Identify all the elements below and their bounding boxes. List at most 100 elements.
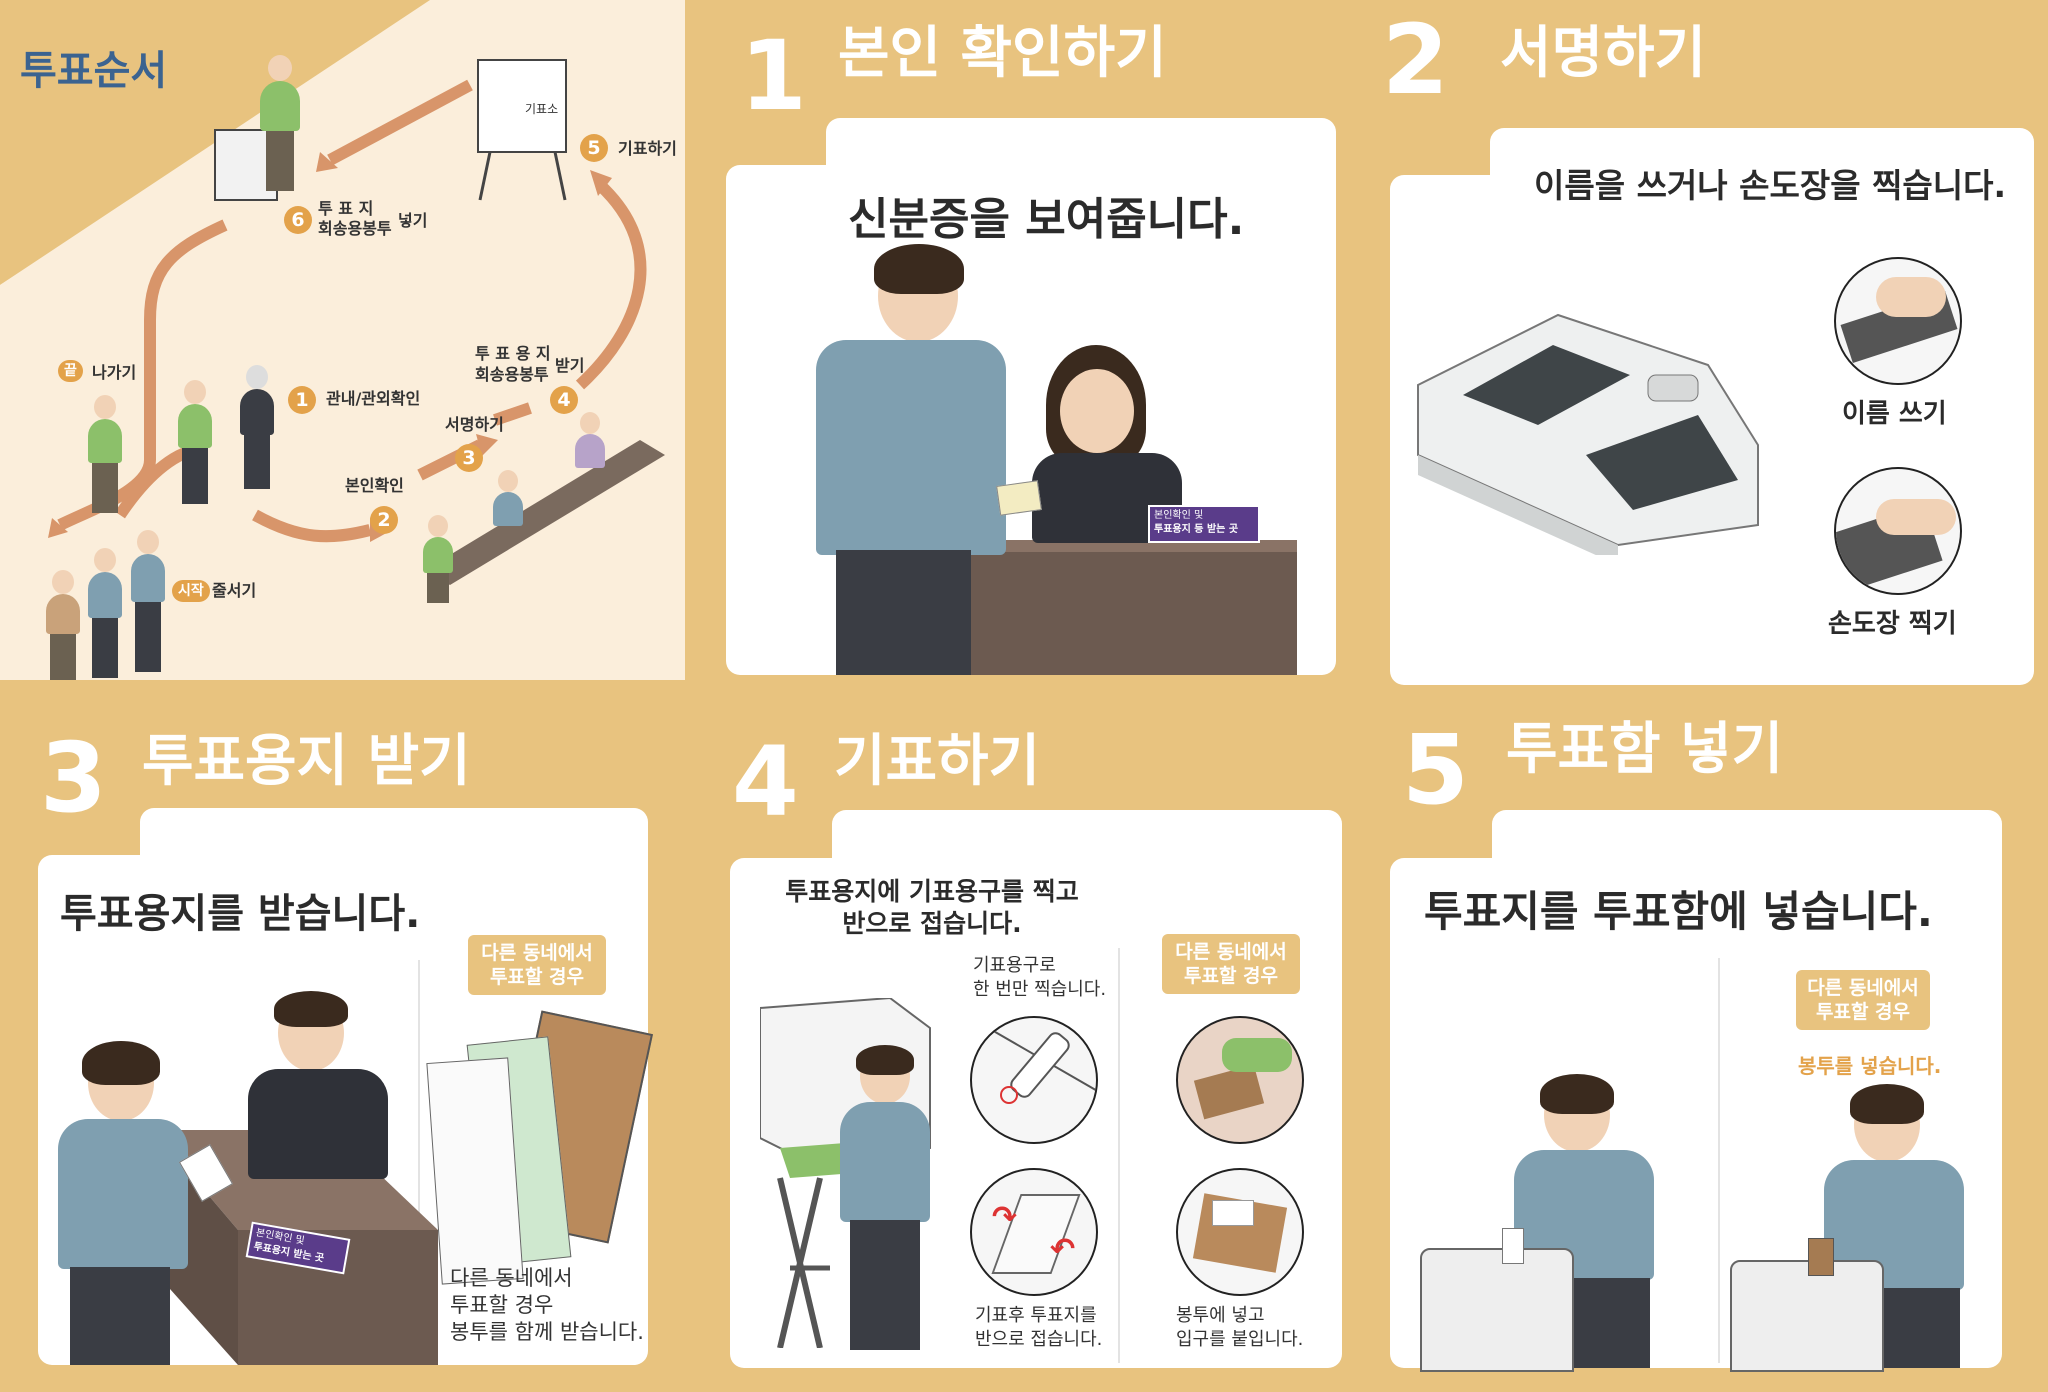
step3-voter <box>48 1041 198 1365</box>
flow-person <box>40 570 86 680</box>
flow-title: 투표순서 <box>20 48 168 94</box>
flow-panel: 투표순서 기표소 5 기표하기 6 투 표 지 회송용봉투 넣기 투 표 용 지… <box>0 0 685 680</box>
flow-num-5: 5 <box>580 134 608 162</box>
step4-right-cap: 봉투에 넣고 입구를 붙입니다. <box>1176 1304 1303 1352</box>
step2-main-text: 이름을 쓰거나 손도장을 찍습니다. <box>1534 166 2007 205</box>
step3-pill-line1: 다른 동네에서 <box>481 942 593 964</box>
flow-label-step3: 서명하기 <box>445 415 504 434</box>
step4-main-line2: 반으로 접습니다. <box>842 909 1022 938</box>
step5-ballot-box-right <box>1730 1260 1884 1372</box>
step4-cap-top: 기표용구로 한 번만 찍습니다. <box>973 954 1106 1002</box>
step1-desk-sign-line1: 본인확인 및 <box>1154 510 1204 521</box>
step2-number: 2 <box>1382 4 1449 116</box>
step5-main-text: 투표지를 투표함에 넣습니다. <box>1424 887 1933 936</box>
step5-envelope-slip <box>1808 1238 1834 1276</box>
step4-fold-circle: ↷ ↶ <box>970 1168 1098 1296</box>
step3-other-town-pill: 다른 동네에서 투표할 경우 <box>468 935 606 995</box>
step4-stamp-circle <box>970 1016 1098 1144</box>
flow-num-2: 2 <box>370 506 398 534</box>
end-badge: 끝 <box>58 360 83 382</box>
step2-signature-pad <box>1417 313 1759 555</box>
step1-title: 본인 확인하기 <box>838 21 1167 86</box>
step3-clerk <box>238 991 398 1195</box>
step4-number: 4 <box>732 726 799 838</box>
step5-orange-note: 봉투를 넣습니다. <box>1798 1054 1942 1078</box>
flow-person <box>232 365 282 495</box>
flow-label-step4-suffix: 받기 <box>555 356 585 375</box>
flow-num-4: 4 <box>550 386 578 414</box>
flow-num-6: 6 <box>284 206 312 234</box>
step4-pill-line1: 다른 동네에서 <box>1175 941 1287 963</box>
step4-pill-line2: 투표할 경우 <box>1183 965 1278 987</box>
flow-label-step6-line2: 회송용봉투 <box>318 219 392 238</box>
step2-title: 서명하기 <box>1500 21 1707 86</box>
step4-right-cap-line1: 봉투에 넣고 <box>1176 1305 1265 1326</box>
step3-caption: 다른 동네에서 투표할 경우 봉투를 함께 받습니다. <box>450 1265 644 1346</box>
step5-pill-line1: 다른 동네에서 <box>1807 977 1919 999</box>
step4-cap-bottom: 기표후 투표지를 반으로 접습니다. <box>975 1304 1102 1352</box>
step4-main-line1: 투표용지에 기표용구를 찍고 <box>785 877 1079 906</box>
step3-caption-line3: 봉투를 함께 받습니다. <box>450 1320 644 1344</box>
step4-title: 기표하기 <box>834 729 1041 794</box>
step2-option1-label: 이름 쓰기 <box>1842 399 1947 429</box>
step3-caption-line2: 투표할 경우 <box>450 1293 554 1317</box>
flow-label-step2: 본인확인 <box>345 476 404 495</box>
step1-desk-sign-line2: 투표용지 등 받는 곳 <box>1154 524 1239 535</box>
step3-main-text: 투표용지를 받습니다. <box>60 891 421 937</box>
step1-desk-sign: 본인확인 및 투표용지 등 받는 곳 <box>1148 505 1260 543</box>
step4-seal-circle <box>1176 1168 1304 1296</box>
booth-label: 기표소 <box>525 102 559 116</box>
flow-num-3: 3 <box>455 444 483 472</box>
step4-voter <box>830 1045 940 1368</box>
step3-title: 투표용지 받기 <box>142 729 471 794</box>
step4-other-town-pill: 다른 동네에서 투표할 경우 <box>1162 934 1300 994</box>
flow-label-step4-line2: 회송용봉투 <box>475 365 549 384</box>
step4-cap-bottom-line2: 반으로 접습니다. <box>975 1329 1103 1350</box>
flow-label-step1: 관내/관외확인 <box>326 389 421 408</box>
step4-envelope-circle <box>1176 1016 1304 1144</box>
step5-title: 투표함 넣기 <box>1506 717 1784 782</box>
step4-cap-bottom-line1: 기표후 투표지를 <box>975 1305 1097 1326</box>
flow-person <box>82 548 128 680</box>
end-label: 나가기 <box>92 363 137 382</box>
flow-num-1: 1 <box>288 386 316 414</box>
step3-divider <box>418 960 420 1360</box>
step1-clerk <box>1018 345 1198 545</box>
flow-label-step6-suffix: 넣기 <box>398 211 428 230</box>
start-label: 줄서기 <box>212 581 257 600</box>
step4-right-cap-line2: 입구를 붙입니다. <box>1176 1329 1304 1350</box>
step3-card: 투표용지를 받습니다. 다른 동네에서 투표할 경우 다른 동네에서 투표할 경… <box>38 855 654 1365</box>
flow-person <box>170 380 220 510</box>
step1-voter <box>786 244 1026 675</box>
step2-sign-circle <box>1834 257 1962 385</box>
step1-card: 신분증을 보여줍니다. 본인확인 및 투표용지 등 받는 곳 <box>726 165 1336 675</box>
flow-person <box>570 412 610 482</box>
step5-number: 5 <box>1402 714 1469 826</box>
flow-label-step4-line1: 투 표 용 지 <box>475 344 551 363</box>
step3-caption-line1: 다른 동네에서 <box>450 1266 573 1290</box>
flow-person <box>418 515 458 605</box>
step4-card: 투표용지에 기표용구를 찍고 반으로 접습니다. 기표용구로 한 번만 찍습니다… <box>730 858 1342 1368</box>
start-badge: 시작 <box>172 580 210 602</box>
flow-person <box>488 470 528 550</box>
flow-person <box>125 530 171 680</box>
step4-cap-top-line2: 한 번만 찍습니다. <box>973 979 1107 1000</box>
flow-person <box>80 395 130 515</box>
step5-card: 투표지를 투표함에 넣습니다. 다른 동네에서 투표할 경우 봉투를 넣습니다. <box>1390 858 2002 1372</box>
step2-stamp-circle <box>1834 467 1962 595</box>
step1-number: 1 <box>740 20 807 132</box>
step4-cap-top-line1: 기표용구로 <box>973 955 1056 976</box>
step2-option2-label: 손도장 찍기 <box>1828 609 1957 639</box>
step3-pill-line2: 투표할 경우 <box>489 966 584 988</box>
flow-person <box>250 55 310 195</box>
step5-pill-line2: 투표할 경우 <box>1815 1001 1910 1023</box>
step5-divider <box>1718 958 1720 1363</box>
step5-ballot-box-left <box>1420 1248 1574 1372</box>
flow-label-step5: 기표하기 <box>618 139 677 158</box>
step1-main-text: 신분증을 보여줍니다. <box>848 194 1245 245</box>
step5-ballot-slip <box>1502 1228 1524 1264</box>
step4-divider <box>1118 948 1120 1363</box>
step4-main-text: 투표용지에 기표용구를 찍고 반으로 접습니다. <box>782 876 1082 940</box>
step5-other-town-pill: 다른 동네에서 투표할 경우 <box>1796 970 1930 1030</box>
step1-id-card <box>996 480 1042 516</box>
